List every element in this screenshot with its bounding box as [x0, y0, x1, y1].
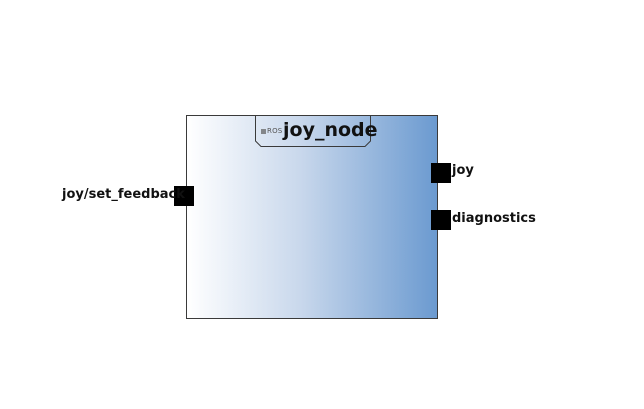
output-port-label: joy — [452, 163, 474, 178]
node-title-tab: ROS joy_node — [255, 115, 378, 147]
output-port-diagnostics[interactable] — [431, 210, 451, 230]
ros-node-block[interactable]: ROS joy_node — [186, 115, 438, 319]
ros-grid-icon — [261, 128, 266, 134]
node-title: joy_node — [283, 119, 378, 141]
output-port-label: diagnostics — [452, 211, 536, 226]
ros-badge-text: ROS — [267, 127, 283, 135]
input-port-joy-set-feedback[interactable] — [174, 186, 194, 206]
output-port-joy[interactable] — [431, 163, 451, 183]
ros-badge: ROS — [261, 127, 282, 135]
title-tab-outline — [255, 115, 371, 147]
input-port-label: joy/set_feedback — [62, 187, 185, 202]
